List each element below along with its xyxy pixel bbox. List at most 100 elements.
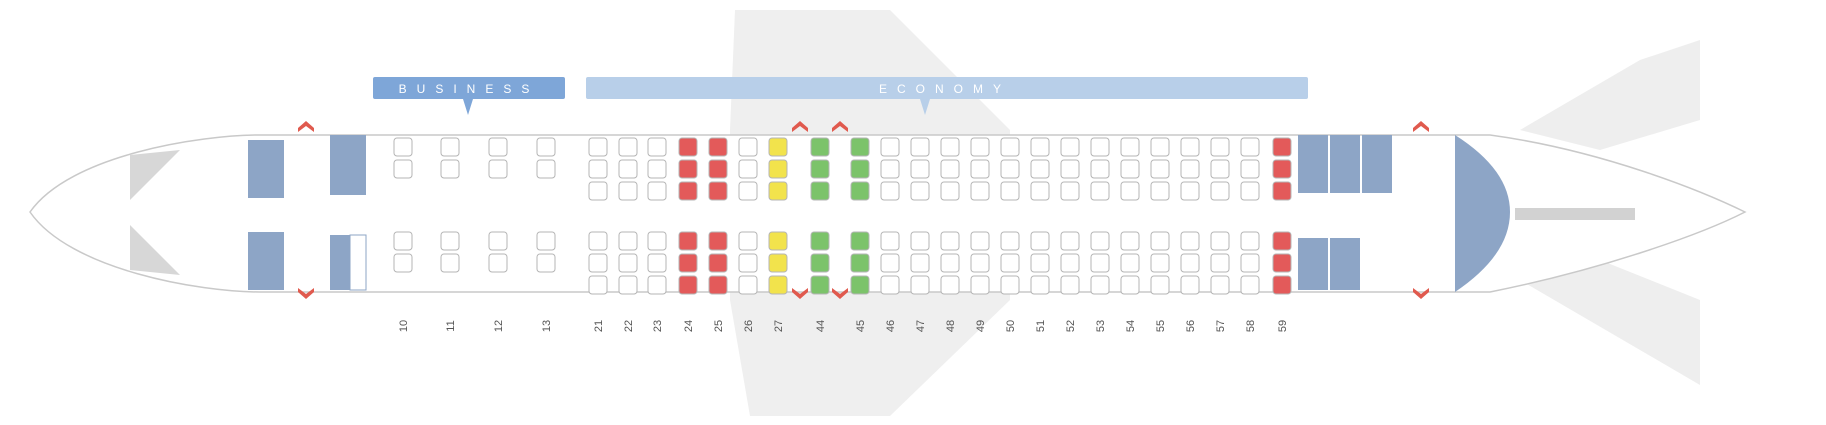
seat[interactable]	[588, 137, 608, 157]
seat[interactable]	[647, 137, 667, 157]
seat[interactable]	[1060, 275, 1080, 295]
seat[interactable]	[738, 181, 758, 201]
seat[interactable]	[393, 137, 413, 157]
seat[interactable]	[393, 231, 413, 251]
seat[interactable]	[1060, 181, 1080, 201]
seat[interactable]	[678, 231, 698, 251]
seat[interactable]	[880, 159, 900, 179]
seat[interactable]	[970, 137, 990, 157]
seat[interactable]	[1060, 231, 1080, 251]
seat[interactable]	[738, 231, 758, 251]
seat[interactable]	[810, 231, 830, 251]
seat[interactable]	[1000, 159, 1020, 179]
seat[interactable]	[1240, 181, 1260, 201]
seat[interactable]	[618, 181, 638, 201]
seat[interactable]	[536, 253, 556, 273]
seat[interactable]	[1000, 137, 1020, 157]
seat[interactable]	[940, 181, 960, 201]
seat[interactable]	[810, 275, 830, 295]
seat[interactable]	[970, 275, 990, 295]
seat[interactable]	[1180, 231, 1200, 251]
seat[interactable]	[393, 159, 413, 179]
seat[interactable]	[940, 159, 960, 179]
seat[interactable]	[1030, 253, 1050, 273]
seat[interactable]	[1150, 231, 1170, 251]
seat[interactable]	[618, 253, 638, 273]
seat[interactable]	[1030, 159, 1050, 179]
seat[interactable]	[618, 159, 638, 179]
seat[interactable]	[940, 275, 960, 295]
seat[interactable]	[440, 159, 460, 179]
seat[interactable]	[588, 181, 608, 201]
seat[interactable]	[488, 159, 508, 179]
seat[interactable]	[970, 253, 990, 273]
seat[interactable]	[1090, 159, 1110, 179]
seat[interactable]	[1210, 181, 1230, 201]
seat[interactable]	[1180, 275, 1200, 295]
seat[interactable]	[880, 137, 900, 157]
seat[interactable]	[708, 159, 728, 179]
seat[interactable]	[708, 231, 728, 251]
seat[interactable]	[738, 253, 758, 273]
seat[interactable]	[940, 253, 960, 273]
seat[interactable]	[1272, 275, 1292, 295]
seat[interactable]	[1272, 137, 1292, 157]
seat[interactable]	[1210, 159, 1230, 179]
seat[interactable]	[488, 231, 508, 251]
seat[interactable]	[1090, 231, 1110, 251]
seat[interactable]	[810, 159, 830, 179]
seat[interactable]	[1210, 231, 1230, 251]
seat[interactable]	[1030, 137, 1050, 157]
seat[interactable]	[1150, 181, 1170, 201]
seat[interactable]	[910, 275, 930, 295]
seat[interactable]	[618, 231, 638, 251]
seat[interactable]	[1000, 275, 1020, 295]
seat[interactable]	[440, 231, 460, 251]
seat[interactable]	[1120, 275, 1140, 295]
seat[interactable]	[1120, 253, 1140, 273]
seat[interactable]	[970, 181, 990, 201]
seat[interactable]	[910, 159, 930, 179]
seat[interactable]	[850, 253, 870, 273]
seat[interactable]	[768, 137, 788, 157]
seat[interactable]	[1240, 275, 1260, 295]
seat[interactable]	[880, 231, 900, 251]
seat[interactable]	[678, 159, 698, 179]
seat[interactable]	[970, 159, 990, 179]
seat[interactable]	[1000, 231, 1020, 251]
seat[interactable]	[488, 137, 508, 157]
seat[interactable]	[1090, 181, 1110, 201]
seat[interactable]	[1272, 253, 1292, 273]
seat[interactable]	[708, 253, 728, 273]
seat[interactable]	[647, 181, 667, 201]
seat[interactable]	[1210, 137, 1230, 157]
seat[interactable]	[678, 137, 698, 157]
seat[interactable]	[768, 275, 788, 295]
seat[interactable]	[910, 253, 930, 273]
seat[interactable]	[1060, 253, 1080, 273]
seat[interactable]	[768, 159, 788, 179]
seat[interactable]	[1272, 159, 1292, 179]
seat[interactable]	[1030, 181, 1050, 201]
seat[interactable]	[880, 275, 900, 295]
seat[interactable]	[1210, 253, 1230, 273]
seat[interactable]	[810, 181, 830, 201]
seat[interactable]	[647, 253, 667, 273]
seat[interactable]	[1180, 253, 1200, 273]
seat[interactable]	[1120, 137, 1140, 157]
seat[interactable]	[768, 181, 788, 201]
seat[interactable]	[850, 159, 870, 179]
seat[interactable]	[970, 231, 990, 251]
seat[interactable]	[1210, 275, 1230, 295]
seat[interactable]	[1150, 159, 1170, 179]
seat[interactable]	[536, 159, 556, 179]
seat[interactable]	[1000, 181, 1020, 201]
seat[interactable]	[1150, 253, 1170, 273]
seat[interactable]	[393, 253, 413, 273]
seat[interactable]	[1120, 181, 1140, 201]
seat[interactable]	[1240, 159, 1260, 179]
seat[interactable]	[488, 253, 508, 273]
seat[interactable]	[1180, 181, 1200, 201]
seat[interactable]	[678, 253, 698, 273]
seat[interactable]	[940, 231, 960, 251]
